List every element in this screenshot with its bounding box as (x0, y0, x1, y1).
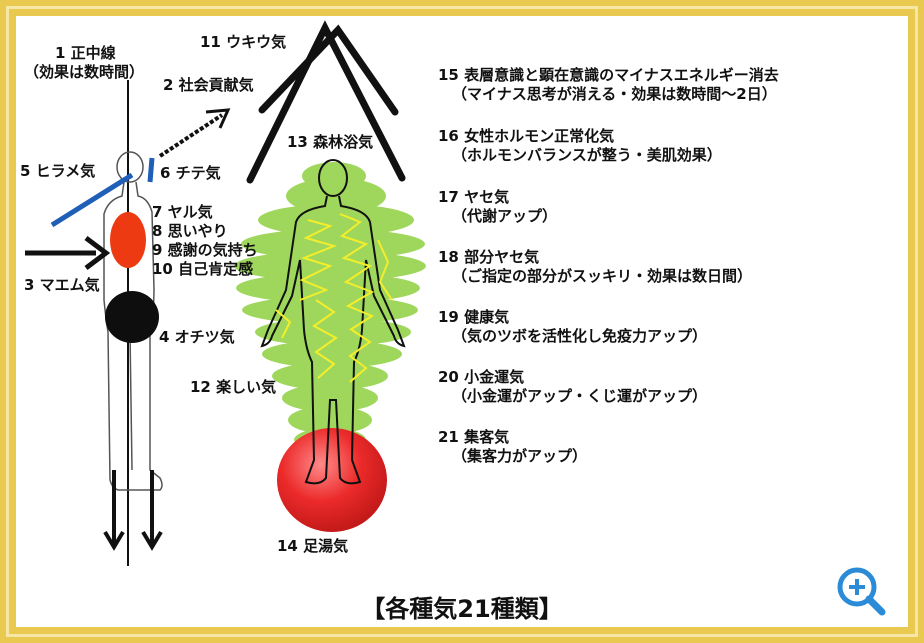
label-12: 12 楽しい気 (190, 378, 277, 396)
list-item-title: 18 部分ヤセ気 (438, 248, 540, 266)
list-item: 21 集客気 （集客力がアップ） (438, 428, 587, 466)
list-item-title: 19 健康気 (438, 308, 510, 326)
label-4: 4 オチツ気 (159, 328, 235, 346)
list-item: 15 表層意識と顕在意識のマイナスエネルギー消去 （マイナス思考が消える・効果は… (438, 66, 779, 104)
label-13: 13 森林浴気 (287, 133, 374, 151)
list-item: 16 女性ホルモン正常化気 （ホルモンバランスが整う・美肌効果） (438, 127, 722, 165)
foot-bath-ball (277, 428, 387, 532)
list-item-sub: （ホルモンバランスが整う・美肌効果） (452, 146, 722, 164)
label-11: 11 ウキウ気 (200, 33, 287, 51)
label-1-sub: （効果は数時間） (24, 63, 145, 81)
list-item-title: 17 ヤセ気 (438, 188, 510, 206)
chite-line (147, 157, 155, 183)
zoom-in-icon (837, 567, 886, 616)
label-6: 6 チテ気 (160, 164, 221, 182)
label-3: 3 マエム気 (24, 276, 100, 294)
arrow-shakai (158, 108, 231, 158)
list-item: 17 ヤセ気 （代謝アップ） (438, 188, 557, 226)
list-item-title: 21 集客気 (438, 428, 510, 446)
list-item-sub: （集客力がアップ） (452, 447, 588, 465)
list-item-sub: （気のツボを活性化し免疫力アップ） (452, 327, 708, 345)
label-14: 14 足湯気 (277, 537, 349, 555)
left-body-outline (103, 151, 163, 491)
ukiuki-arrow (246, 20, 406, 184)
list-item-sub: （代謝アップ） (452, 207, 558, 225)
heart-oval (110, 212, 146, 268)
label-8: 8 思いやり (152, 222, 228, 240)
caption: 【各種気21種類】 (361, 595, 563, 623)
label-9: 9 感謝の気持ち (152, 241, 258, 259)
hirame-line (50, 172, 134, 228)
list-item: 18 部分ヤセ気 （ご指定の部分がスッキリ・効果は数日間） (438, 248, 752, 286)
list-item-sub: （マイナス思考が消える・効果は数時間〜2日） (452, 85, 777, 103)
yellow-scribbles (275, 213, 393, 383)
label-1-title: 1 正中線 (55, 44, 116, 62)
list-item-title: 16 女性ホルモン正常化気 (438, 127, 615, 145)
list-item-title: 15 表層意識と顕在意識のマイナスエネルギー消去 (438, 66, 779, 84)
label-2: 2 社会貢献気 (163, 76, 254, 94)
list-item-title: 20 小金運気 (438, 368, 525, 386)
list-item: 20 小金運気 （小金運がアップ・くじ運がアップ） (438, 368, 707, 406)
right-body-outline (260, 159, 406, 485)
list-item: 19 健康気 （気のツボを活性化し免疫力アップ） (438, 308, 707, 346)
label-10: 10 自己肯定感 (152, 260, 254, 278)
label-5: 5 ヒラメ気 (20, 162, 96, 180)
down-arrows (103, 470, 163, 551)
lower-belly-ball (105, 291, 159, 343)
arrow-maemu (25, 236, 111, 270)
list-item-sub: （小金運がアップ・くじ運がアップ） (452, 387, 708, 405)
list-item-sub: （ご指定の部分がスッキリ・効果は数日間） (452, 267, 753, 285)
label-7: 7 ヤル気 (152, 203, 213, 221)
